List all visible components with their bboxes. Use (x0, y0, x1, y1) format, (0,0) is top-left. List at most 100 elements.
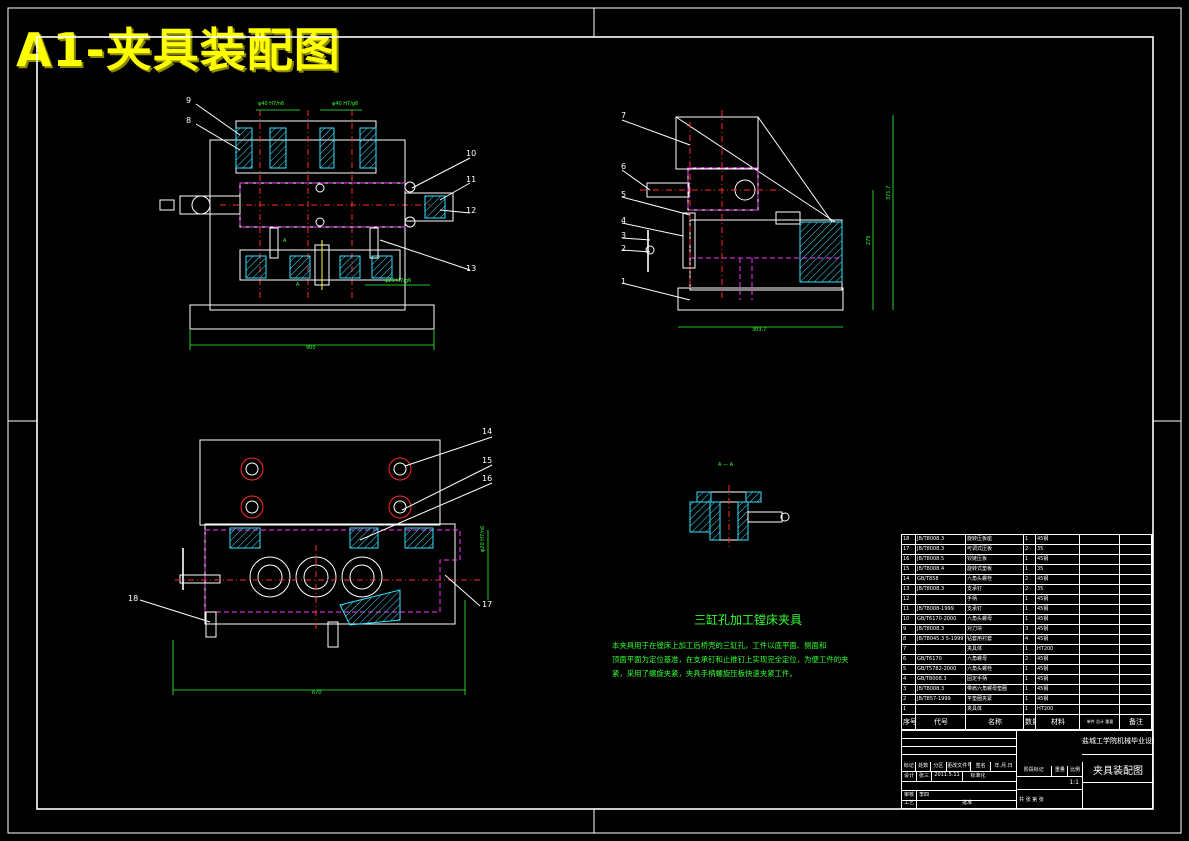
callout-8: 8 (186, 116, 192, 125)
dim-bottom-width: 670 (312, 690, 322, 696)
section-mark-lower: A (296, 282, 300, 288)
dim-top-right: φ40 H7/g6 (332, 101, 359, 107)
cell-weight (1080, 655, 1120, 664)
callout-16: 16 (482, 474, 493, 483)
section-mark-upper: A (283, 238, 287, 244)
callout-5: 5 (621, 190, 627, 199)
cell-qty: 1 (1024, 665, 1036, 674)
cell-note (1120, 545, 1152, 554)
cell-weight (1080, 555, 1120, 564)
cell-code: JB/T8008.3 (916, 585, 966, 594)
callout-10: 10 (466, 149, 477, 158)
cell-qty: 1 (1024, 605, 1036, 614)
cell-weight (1080, 575, 1120, 584)
cell-material: 45钢 (1036, 655, 1080, 664)
cell-qty: 1 (1024, 595, 1036, 604)
cell-note (1120, 685, 1152, 694)
cell-material: HT200 (1036, 705, 1080, 714)
cell-weight (1080, 615, 1120, 624)
cell-note (1120, 565, 1152, 574)
cell-qty: 1 (1024, 555, 1036, 564)
cell-seq: 4 (902, 675, 916, 684)
cell-seq: 15 (902, 565, 916, 574)
callout-7: 7 (621, 111, 627, 120)
cell-material: 45钢 (1036, 695, 1080, 704)
cell-material: 35 (1036, 545, 1080, 554)
callout-13: 13 (466, 264, 477, 273)
cell-qty: 1 (1024, 645, 1036, 654)
drawing-name: 夹具装配图 (1093, 766, 1143, 777)
cell-name: 六角头螺栓 (966, 575, 1024, 584)
callout-14: 14 (482, 427, 493, 436)
header-weight: 单件 总计 重量 (1080, 715, 1120, 729)
header-seq: 序号 (902, 715, 916, 729)
cell-code: GB/T6170-2000 (916, 615, 966, 624)
cell-material: 35 (1036, 565, 1080, 574)
cell-weight (1080, 595, 1120, 604)
callout-9: 9 (186, 96, 192, 105)
cell-material: 45钢 (1036, 615, 1080, 624)
cell-weight (1080, 685, 1120, 694)
cell-seq: 7 (902, 645, 916, 654)
cell-name: 夹具体 (966, 705, 1024, 714)
cell-qty: 2 (1024, 655, 1036, 664)
cell-code: GB/T5782-2000 (916, 665, 966, 674)
sign-row-2: 设计 张三 2011.5.11 标准化 (902, 772, 1016, 782)
cell-weight (1080, 565, 1120, 574)
cell-weight (1080, 695, 1120, 704)
cell-note (1120, 655, 1152, 664)
cell-code: JB/T8008.3 (916, 625, 966, 634)
cell-code: JB/T8008.4 (916, 565, 966, 574)
cell-note (1120, 645, 1152, 654)
callout-6: 6 (621, 162, 627, 171)
cell-note (1120, 595, 1152, 604)
sign-row-3: 审核 李四 (902, 790, 1016, 801)
cell-name: 六角螺母 (966, 655, 1024, 664)
description-line-1: 本夹具用于在镗床上加工后桥壳的三缸孔，工件以底平面、侧面和 (612, 641, 827, 650)
cell-material: 45钢 (1036, 605, 1080, 614)
header-code: 代号 (916, 715, 966, 729)
cell-seq: 3 (902, 685, 916, 694)
drawing-title: 三缸孔加工镗床夹具 (694, 613, 803, 627)
dim-side-width: 303.7 (752, 327, 767, 333)
cell-name: 平垫圈夹紧 (966, 695, 1024, 704)
cell-seq: 5 (902, 665, 916, 674)
description-block: 本夹具用于在镗床上加工后桥壳的三缸孔，工件以底平面、侧面和 顶面平面为定位基准，… (612, 639, 849, 681)
side-view (621, 110, 894, 328)
cell-name: 铰链压板 (966, 555, 1024, 564)
cell-seq: 1 (902, 705, 916, 714)
cell-qty: 1 (1024, 535, 1036, 544)
inner-sheet-frame (36, 36, 1154, 810)
cell-code: JB/T8008.3 (916, 535, 966, 544)
front-view (159, 103, 471, 350)
callout-11: 11 (466, 175, 477, 184)
cell-note (1120, 555, 1152, 564)
callout-15: 15 (482, 456, 493, 465)
cell-weight (1080, 545, 1120, 554)
cell-material: 45钢 (1036, 685, 1080, 694)
sign-row-1: 标记 处数 分区 更改文件号 签名 年.月.日 (902, 762, 1016, 772)
cell-note (1120, 585, 1152, 594)
cell-code: GB/T858 (916, 575, 966, 584)
title-block-sign-area: 标记 处数 分区 更改文件号 签名 年.月.日 设计 张三 2011.5.11 … (902, 730, 1017, 808)
description-line-3: 紧，采用了螺旋夹紧，夹具手柄螺旋压板快速夹紧工件。 (612, 669, 797, 678)
callout-1: 1 (621, 277, 627, 286)
cell-seq: 16 (902, 555, 916, 564)
cell-weight (1080, 535, 1120, 544)
section-a-a-detail (689, 485, 790, 550)
cell-qty: 4 (1024, 635, 1036, 644)
cell-code: JB/T8008.3 (916, 545, 966, 554)
dim-bottom-mid: φ25 H7/g6 (385, 278, 412, 284)
description-line-2: 顶面平面为定位基准，在支承钉和止推钉上实现完全定位，为便工件的夹 (612, 655, 849, 664)
cell-material: HT200 (1036, 645, 1080, 654)
cell-code: JB/T8008.5 (916, 555, 966, 564)
cell-code: GB/T6170 (916, 655, 966, 664)
